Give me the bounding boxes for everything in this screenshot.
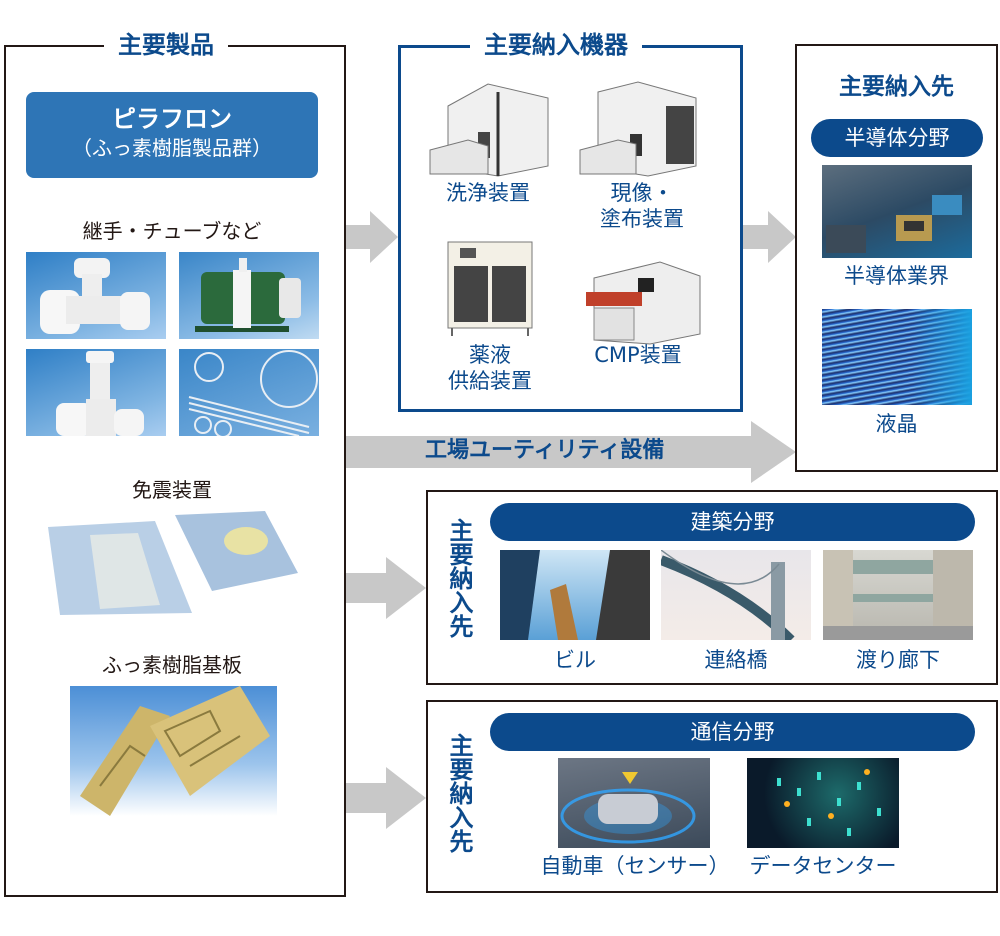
- semiconductor-title: 主要納入先: [839, 74, 954, 100]
- tubes-image: [179, 349, 319, 436]
- chip-icon: [826, 195, 962, 253]
- tubes-icon: [188, 350, 318, 436]
- construction-label-bridge: 連絡橋: [704, 648, 768, 672]
- car-sensor-image: [558, 758, 710, 848]
- telecom-field-pill: 通信分野: [490, 713, 975, 751]
- semiconductor-industry-image: [822, 165, 972, 258]
- equipment-label-cmp: CMP装置: [594, 343, 682, 367]
- fitting-tee-icon: [40, 258, 150, 334]
- seismic-plates-icon: [48, 511, 298, 615]
- pump-icon: [195, 258, 301, 332]
- equipment-label-chemical-2: 供給装置: [448, 369, 532, 393]
- building-icon: [500, 550, 650, 640]
- bridge-image: [661, 550, 811, 640]
- building-image: [500, 550, 650, 640]
- brand-subtitle: （ふっ素樹脂製品群）: [72, 136, 272, 160]
- telecom-label-datacenter: データセンター: [749, 854, 897, 878]
- cmp-equipment-image: [586, 261, 701, 345]
- arrow-products-to-construction: [346, 557, 426, 619]
- circuit-board-image: [70, 686, 277, 816]
- circuit-board-icon: [80, 686, 270, 816]
- chemical-supply-equipment-image: [447, 241, 533, 336]
- arrow-utility: [346, 421, 796, 483]
- data-center-image: [747, 758, 899, 848]
- semiconductor-label-industry: 半導体業界: [844, 264, 949, 288]
- construction-side-label: 主要納入先: [444, 518, 474, 644]
- brand-box: ピラフロン （ふっ素樹脂製品群）: [26, 92, 318, 178]
- construction-label-walkway: 渡り廊下: [856, 648, 940, 672]
- arrow-products-to-equipment: [346, 211, 398, 263]
- fitting-tee-image: [26, 252, 166, 339]
- semiconductor-panel: [795, 44, 998, 472]
- pump-image: [179, 252, 319, 339]
- developing-coating-equipment-image: [579, 81, 697, 177]
- semiconductor-field-pill: 半導体分野: [811, 119, 983, 157]
- telecom-side-label: 主要納入先: [444, 733, 474, 859]
- products-title: 主要製品: [104, 31, 228, 59]
- seismic-isolation-image: [40, 505, 310, 615]
- group-label-seismic: 免震装置: [132, 478, 212, 502]
- valve-image: [26, 349, 166, 436]
- group-label-fittings: 継手・チューブなど: [82, 219, 262, 243]
- walkway-image: [823, 550, 973, 640]
- arrow-products-to-telecom: [346, 767, 426, 829]
- construction-side-label-text: 主要納入先: [445, 518, 473, 638]
- semiconductor-label-lcd: 液晶: [875, 412, 918, 436]
- equipment-title: 主要納入機器: [470, 31, 642, 59]
- equipment-label-cleaning: 洗浄装置: [446, 181, 530, 205]
- construction-label-building: ビル: [554, 648, 596, 672]
- group-label-substrate: ふっ素樹脂基板: [102, 653, 242, 677]
- construction-field-pill: 建築分野: [490, 503, 975, 541]
- walkway-icon: [823, 550, 973, 640]
- cleaning-equipment-image: [429, 83, 549, 177]
- valve-icon: [56, 351, 144, 436]
- utility-arrow-label: 工場ユーティリティ設備: [425, 438, 665, 463]
- car-sensor-icon: [560, 772, 696, 844]
- equipment-label-chemical-1: 薬液: [469, 343, 511, 367]
- lcd-overlay: [912, 309, 972, 405]
- telecom-label-car: 自動車（センサー）: [540, 854, 730, 878]
- bridge-icon: [661, 550, 795, 640]
- equipment-label-developing-2: 塗布装置: [600, 207, 684, 231]
- arrow-equipment-to-semiconductor: [741, 211, 796, 263]
- telecom-side-label-text: 主要納入先: [445, 733, 473, 853]
- data-center-icon: [777, 769, 881, 836]
- lcd-image: [822, 309, 972, 405]
- brand-name: ピラフロン: [112, 105, 232, 133]
- equipment-label-developing-1: 現像・: [610, 181, 674, 205]
